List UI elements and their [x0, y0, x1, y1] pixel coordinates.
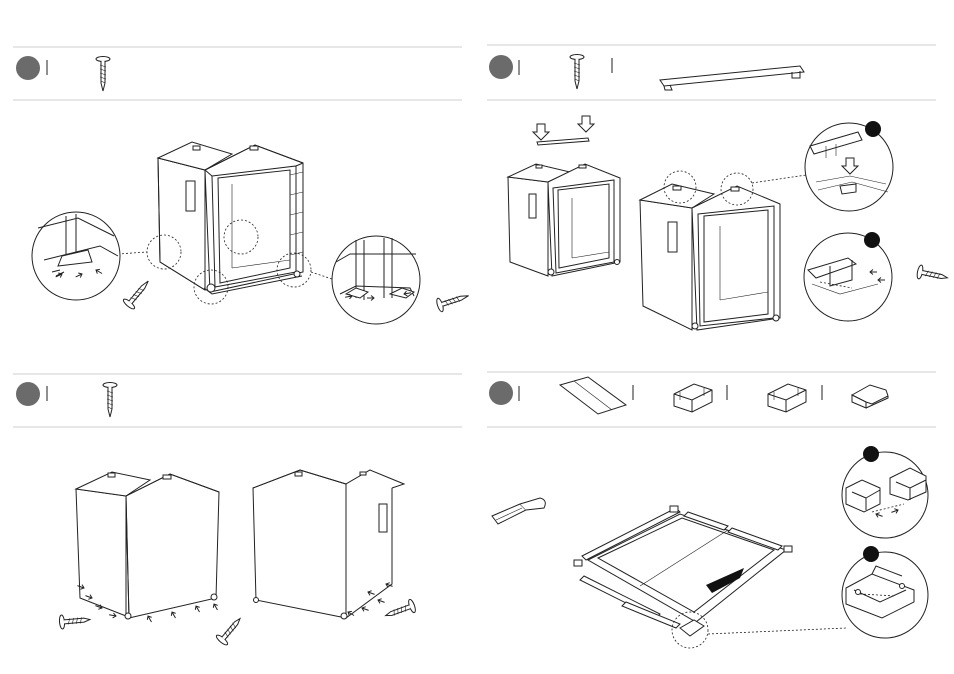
connector-icon — [768, 384, 806, 412]
connector-icon — [674, 384, 712, 412]
mallet-icon — [492, 498, 545, 524]
header-rules — [13, 45, 936, 427]
panel-top-left — [16, 56, 471, 324]
detail-marker-dot — [865, 121, 881, 137]
shed-back-view — [76, 472, 219, 619]
shed-side-view — [253, 470, 404, 619]
detail-circle-c — [842, 446, 928, 538]
down-arrow-icon — [578, 116, 594, 132]
screw-icon — [383, 599, 416, 623]
screw-icon — [103, 383, 117, 418]
step-badge — [16, 56, 40, 80]
arrow-group — [77, 583, 220, 623]
detail-marker-dot — [863, 446, 879, 462]
detail-marker-dot — [863, 546, 879, 562]
screw-icon — [59, 613, 91, 630]
screw-icon — [215, 614, 245, 646]
corner-piece-icon — [852, 385, 888, 408]
panel-bottom-left — [16, 382, 417, 646]
shed-illustration — [158, 142, 303, 294]
detail-circle-right — [332, 236, 471, 324]
floor-panel-icon — [560, 377, 626, 414]
screw-icon — [96, 57, 110, 92]
detail-circle-a — [805, 121, 893, 211]
detail-circle-d — [842, 546, 928, 638]
detail-marker — [147, 235, 181, 269]
panel-bottom-right — [489, 377, 928, 648]
step-badge — [489, 381, 513, 405]
shed-illustration-large — [640, 184, 780, 330]
panel-top-right — [489, 55, 949, 331]
step-badge — [489, 55, 513, 79]
roof-beam-icon — [660, 66, 804, 90]
floor-frame-illustration — [574, 506, 792, 636]
step-badge — [16, 382, 40, 406]
shed-illustration-small — [508, 164, 620, 276]
screw-icon — [916, 265, 949, 285]
screw-icon — [570, 55, 584, 90]
detail-circle-left — [32, 212, 154, 310]
detail-marker-dot — [864, 232, 880, 248]
down-arrow-icon — [533, 124, 549, 140]
detail-circle-b — [804, 232, 892, 321]
